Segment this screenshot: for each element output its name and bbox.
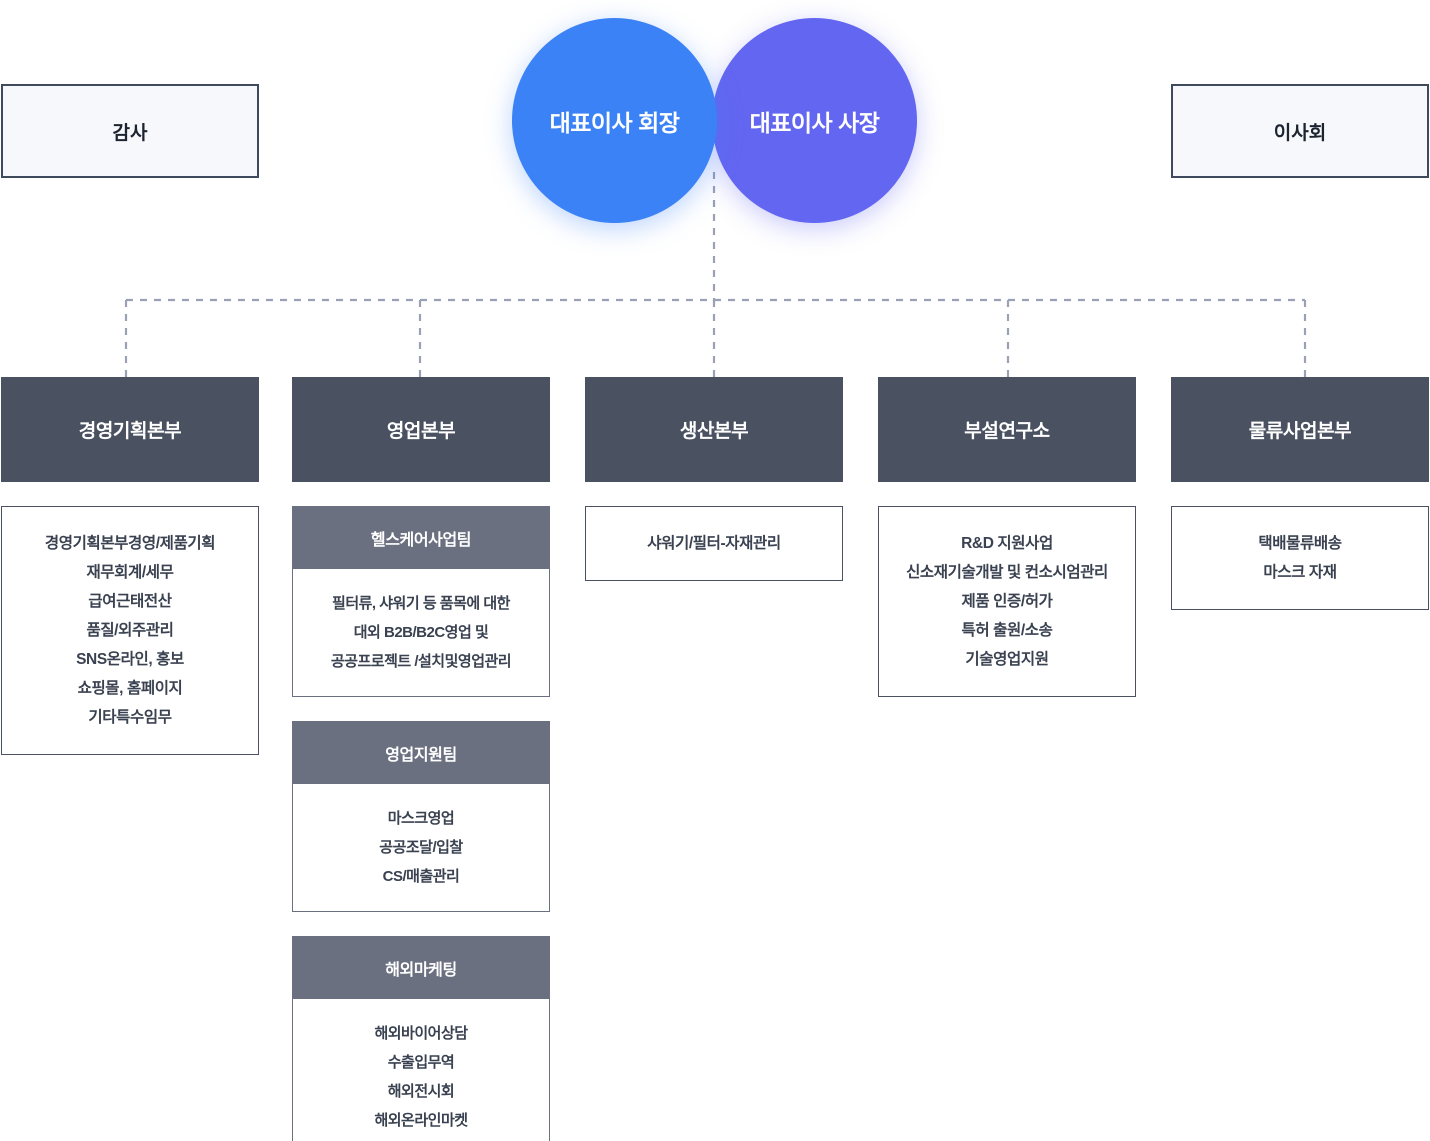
division-header-rnd-label: 부설연구소 [964, 421, 1050, 442]
team-header-sales-support[interactable]: 영업지원팀 [292, 721, 550, 784]
team-item: 해외바이어상담 [374, 1025, 468, 1042]
team-item: 수출입무역 [387, 1054, 455, 1071]
team-item: 공공조달/입찰 [379, 839, 463, 856]
exec-president-label: 대표이사 사장 [749, 109, 880, 136]
division-column-sales: 영업본부 헬스케어사업팀 필터류, 샤워기 등 품목에 대한 대외 B2B/B2… [292, 377, 550, 1141]
team-item: 마스크영업 [387, 810, 455, 827]
division-item: 기술영업지원 [965, 651, 1049, 668]
team-header-overseas-marketing-label: 해외마케팅 [385, 961, 457, 979]
division-item: 마스크 자재 [1263, 564, 1337, 581]
team-item: 공공프로젝트 /설치및영업관리 [330, 653, 512, 670]
division-column-rnd: 부설연구소 R&D 지원사업 신소재기술개발 및 컨소시엄관리 제품 인증/허가… [878, 377, 1136, 697]
side-box-auditor-label: 감사 [112, 122, 148, 144]
division-item: 제품 인증/허가 [961, 593, 1053, 610]
division-header-production-label: 생산본부 [679, 421, 749, 442]
division-header-logistics[interactable]: 물류사업본부 [1171, 377, 1429, 482]
team-body-healthcare: 필터류, 샤워기 등 품목에 대한 대외 B2B/B2C영업 및 공공프로젝트 … [292, 569, 550, 697]
division-header-sales[interactable]: 영업본부 [292, 377, 550, 482]
team-header-healthcare[interactable]: 헬스케어사업팀 [292, 506, 550, 569]
division-header-planning-label: 경영기획본부 [78, 421, 182, 442]
team-item: CS/매출관리 [382, 868, 460, 885]
division-item: SNS온라인, 홍보 [76, 651, 184, 668]
division-body-production: 샤워기/필터-자재관리 [585, 506, 843, 581]
division-item: 기타특수임무 [88, 709, 172, 726]
division-item: R&D 지원사업 [961, 535, 1053, 552]
division-item: 특허 출원/소송 [961, 622, 1053, 639]
division-body-rnd: R&D 지원사업 신소재기술개발 및 컨소시엄관리 제품 인증/허가 특허 출원… [878, 506, 1136, 697]
division-header-rnd[interactable]: 부설연구소 [878, 377, 1136, 482]
team-card-overseas-marketing: 해외마케팅 해외바이어상담 수출입무역 해외전시회 해외온라인마켓 [292, 936, 550, 1141]
division-item: 샤워기/필터-자재관리 [647, 535, 781, 552]
team-card-healthcare: 헬스케어사업팀 필터류, 샤워기 등 품목에 대한 대외 B2B/B2C영업 및… [292, 506, 550, 697]
team-body-sales-support: 마스크영업 공공조달/입찰 CS/매출관리 [292, 784, 550, 912]
side-box-boardroom-label: 이사회 [1273, 122, 1327, 144]
team-item: 해외전시회 [387, 1083, 455, 1100]
division-header-planning[interactable]: 경영기획본부 [1, 377, 259, 482]
exec-chairman-label: 대표이사 회장 [549, 109, 680, 136]
division-item: 신소재기술개발 및 컨소시엄관리 [906, 564, 1108, 581]
division-item: 경영기획본부경영/제품기획 [44, 535, 216, 552]
team-item: 대외 B2B/B2C영업 및 [353, 624, 489, 641]
team-header-healthcare-label: 헬스케어사업팀 [370, 531, 472, 549]
division-column-production: 생산본부 샤워기/필터-자재관리 [585, 377, 843, 581]
division-header-logistics-label: 물류사업본부 [1248, 421, 1352, 442]
division-item: 품질/외주관리 [86, 622, 174, 639]
division-column-logistics: 물류사업본부 택배물류배송 마스크 자재 [1171, 377, 1429, 610]
team-item: 해외온라인마켓 [374, 1112, 468, 1129]
division-item: 택배물류배송 [1258, 535, 1342, 552]
team-header-sales-support-label: 영업지원팀 [385, 746, 457, 764]
division-body-logistics: 택배물류배송 마스크 자재 [1171, 506, 1429, 610]
side-box-boardroom[interactable]: 이사회 [1171, 84, 1429, 178]
division-header-production[interactable]: 생산본부 [585, 377, 843, 482]
division-item: 급여근태전산 [88, 593, 172, 610]
side-box-auditor[interactable]: 감사 [1, 84, 259, 178]
team-header-overseas-marketing[interactable]: 해외마케팅 [292, 936, 550, 999]
exec-circle-president[interactable]: 대표이사 사장 [712, 18, 917, 223]
exec-circle-chairman[interactable]: 대표이사 회장 [512, 18, 717, 223]
division-item: 쇼핑몰, 홈페이지 [77, 680, 183, 697]
division-item: 재무회계/세무 [86, 564, 174, 581]
division-body-planning: 경영기획본부경영/제품기획 재무회계/세무 급여근태전산 품질/외주관리 SNS… [1, 506, 259, 755]
team-item: 필터류, 샤워기 등 품목에 대한 [332, 595, 510, 612]
division-header-sales-label: 영업본부 [386, 421, 456, 442]
division-column-planning: 경영기획본부 경영기획본부경영/제품기획 재무회계/세무 급여근태전산 품질/외… [1, 377, 259, 755]
team-body-overseas-marketing: 해외바이어상담 수출입무역 해외전시회 해외온라인마켓 [292, 999, 550, 1141]
team-card-sales-support: 영업지원팀 마스크영업 공공조달/입찰 CS/매출관리 [292, 721, 550, 912]
